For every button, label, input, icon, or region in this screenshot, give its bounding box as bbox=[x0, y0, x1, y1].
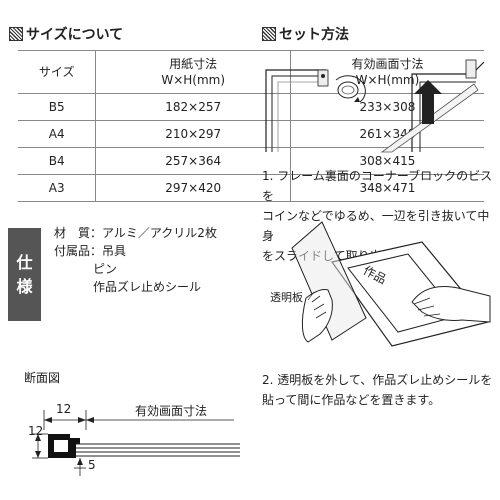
step2-line: 2. 透明板を外して、作品ズレ止めシールを bbox=[262, 373, 493, 387]
spec-tab: 仕 様 bbox=[8, 228, 41, 321]
cross-section-title: 断面図 bbox=[24, 371, 61, 385]
cross-section-drawing bbox=[32, 410, 240, 476]
cell-size: A4 bbox=[18, 120, 97, 148]
header-size: サイズ bbox=[18, 50, 97, 94]
cell-effective: 261×348 bbox=[290, 120, 484, 148]
size-table: サイズ 用紙寸法 W×H(mm) 有効画面寸法 W×H(mm) B5 182×2… bbox=[18, 50, 484, 202]
table-row: A3 297×420 348×471 bbox=[18, 174, 484, 202]
header-effective-label: 有効画面寸法 bbox=[351, 57, 424, 71]
table-row: A4 210×297 261×348 bbox=[18, 120, 484, 148]
header-paper: 用紙寸法 W×H(mm) bbox=[95, 50, 291, 94]
hatched-square-icon bbox=[262, 27, 276, 41]
clear-plate-label: 透明板 bbox=[270, 291, 303, 304]
size-section-heading: サイズについて bbox=[9, 24, 123, 44]
spec-material: 材 質：アルミ／アクリル2枚 bbox=[54, 224, 217, 241]
set-section-title: セット方法 bbox=[279, 27, 349, 43]
dim-depth-label: 5 bbox=[88, 458, 96, 472]
step2-text: 2. 透明板を外して、作品ズレ止めシールを 貼って間に作品などを置きます。 bbox=[262, 370, 494, 410]
accessory-item: ピン bbox=[93, 262, 118, 276]
accessory-item: 吊具 bbox=[102, 244, 127, 258]
cell-effective: 348×471 bbox=[290, 174, 484, 202]
table-row: B5 182×257 233×308 bbox=[18, 93, 484, 121]
material-colon: ： bbox=[90, 226, 103, 240]
header-paper-unit: W×H(mm) bbox=[161, 73, 226, 87]
dim-height-label: 12 bbox=[28, 424, 44, 438]
step1-line: 1. フレーム裏面のコーナーブロックのビスを bbox=[262, 169, 493, 203]
hands-illustration bbox=[291, 221, 491, 347]
material-value: アルミ／アクリル2枚 bbox=[102, 226, 217, 240]
header-paper-label: 用紙寸法 bbox=[169, 57, 218, 71]
frame-corner-illustration bbox=[265, 59, 485, 153]
cell-size: B5 bbox=[18, 93, 97, 121]
hatched-square-icon bbox=[9, 27, 23, 41]
spec-accessories: 付属品：吊具 bbox=[54, 242, 126, 259]
cell-paper: 210×297 bbox=[95, 120, 291, 148]
cell-paper: 182×257 bbox=[95, 93, 291, 121]
spec-tab-char: 仕 bbox=[16, 252, 33, 272]
accessory-item: 作品ズレ止めシール bbox=[93, 280, 202, 294]
cell-paper: 297×420 bbox=[95, 174, 291, 202]
accessories-label: 付属品 bbox=[54, 244, 91, 258]
set-section-heading: セット方法 bbox=[262, 24, 349, 44]
step2-line: 貼って間に作品などを置きます。 bbox=[262, 393, 441, 407]
cell-size: A3 bbox=[18, 174, 97, 202]
dim-width-label: 12 bbox=[56, 402, 72, 416]
cell-size: B4 bbox=[18, 147, 97, 175]
header-effective-unit: W×H(mm) bbox=[355, 73, 420, 87]
effective-area-label: 有効画面寸法 bbox=[135, 404, 208, 418]
material-label: 材 質 bbox=[54, 226, 91, 240]
accessories-colon: ： bbox=[90, 244, 103, 258]
spec-tab-char: 様 bbox=[16, 276, 33, 296]
size-section-title: サイズについて bbox=[26, 27, 124, 43]
step1-line: コインなどでゆるめ、一辺を引き抜いて中身 bbox=[262, 209, 490, 243]
